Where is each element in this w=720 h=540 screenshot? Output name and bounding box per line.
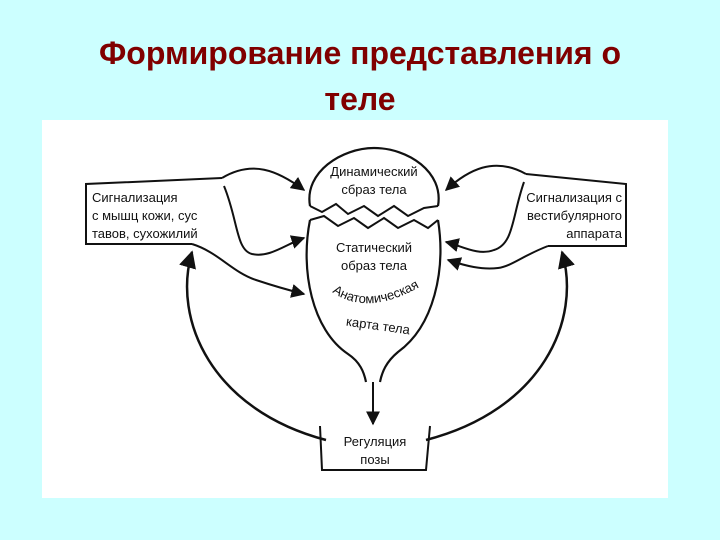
left-arc-to-posture [179, 250, 327, 442]
right-to-static [446, 245, 549, 271]
right-box-outline [525, 173, 627, 247]
crack-upper [309, 202, 439, 218]
static-image-line-1: Статический [336, 240, 412, 255]
diagram-svg: Сигнализация с мышц кожи, сус тавов, сух… [85, 146, 627, 471]
left-to-anatomic-map [191, 243, 306, 298]
left-box-line-2: с мышц кожи, сус [92, 208, 198, 223]
right-arc-to-posture [425, 250, 575, 442]
body-image-diagram: Сигнализация с мышц кожи, сус тавов, сух… [42, 120, 668, 498]
left-loop-to-dynamic [221, 167, 306, 191]
right-box-line-1: Сигнализация с [526, 190, 622, 205]
posture-line-2: позы [360, 452, 389, 467]
right-box-line-2: вестибулярного [527, 208, 622, 223]
body-image-egg-outline [305, 146, 442, 383]
left-loop-inner [223, 185, 306, 256]
crack-lower [309, 214, 439, 230]
dynamic-image-line-2: сбраз тела [341, 182, 407, 197]
posture-box-outline [319, 425, 431, 471]
right-loop-to-dynamic [444, 164, 527, 191]
right-loop-inner [444, 181, 525, 253]
slide-title: Формирование представления о теле [0, 30, 720, 122]
anatomic-map-line-2: карта тела [345, 314, 411, 338]
static-image-line-2: образ тела [341, 258, 408, 273]
dynamic-image-line-1: Динамический [330, 164, 417, 179]
left-box-line-1: Сигнализация [92, 190, 178, 205]
posture-line-1: Регуляция [344, 434, 407, 449]
anatomic-map-arc-text: Анатомическая [330, 277, 420, 307]
slide-title-line-2: теле [324, 81, 396, 117]
slide-title-line-1: Формирование представления о [98, 35, 622, 71]
anatomic-map-line-1: Анатомическая [330, 277, 420, 307]
left-box-line-3: тавов, сухожилий [92, 226, 198, 241]
right-box-line-3: аппарата [566, 226, 623, 241]
left-box-outline [85, 177, 223, 245]
